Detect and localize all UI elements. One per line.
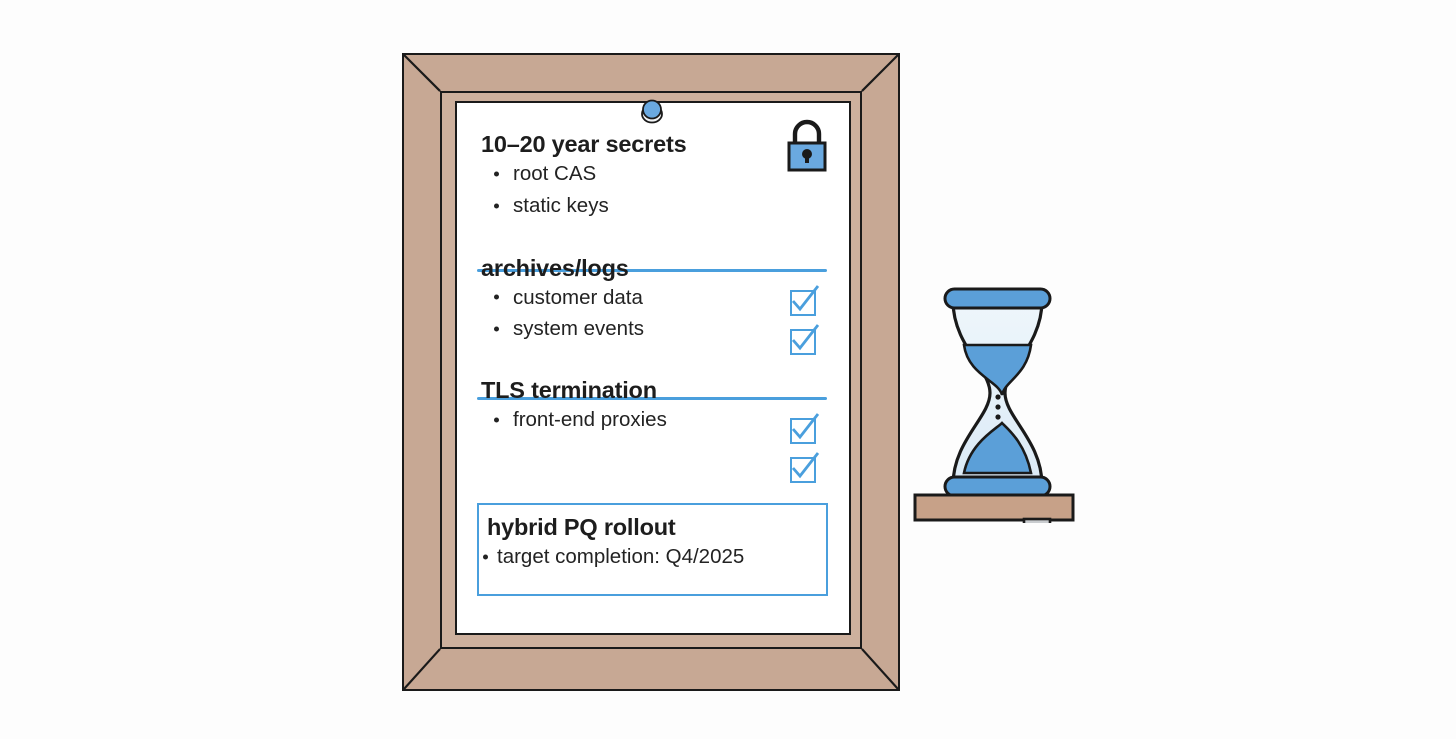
list-item-label: customer data	[513, 285, 643, 309]
section-long-lived-secrets: 10–20 year secrets root CAS static keys	[453, 131, 850, 222]
section-title: TLS termination	[481, 377, 657, 404]
bullet-dot	[494, 326, 499, 332]
list-item-label: target completion: Q4/2025	[497, 545, 745, 569]
sand-grain	[995, 414, 1001, 420]
padlock-icon	[782, 118, 832, 176]
bullet-list: customer data system events	[481, 282, 826, 346]
bullet-dot	[494, 203, 499, 209]
section-archives-logs: archives/logs customer data system event…	[453, 255, 850, 346]
list-item-label: system events	[513, 317, 645, 341]
bullet-list: target completion: Q4/2025	[479, 541, 826, 573]
section-tls-termination: TLS termination front-end proxies	[453, 377, 850, 436]
hourglass-cap-top	[943, 287, 1052, 310]
sand-grain	[995, 394, 1001, 400]
list-item: system events	[481, 313, 826, 345]
check-icon	[791, 452, 820, 479]
bullet-dot	[494, 171, 499, 177]
checkbox-archives-logs[interactable]	[790, 285, 820, 316]
checkbox-box	[790, 329, 816, 355]
checkbox-front-end-proxies[interactable]	[790, 452, 820, 483]
list-item-label: front-end proxies	[513, 408, 667, 432]
check-icon	[791, 285, 820, 312]
highlight-title: hybrid PQ rollout	[487, 514, 676, 540]
hourglass-icon	[912, 283, 1092, 547]
bullet-dot	[494, 417, 499, 423]
check-icon	[791, 324, 820, 351]
checkbox-box	[790, 418, 816, 444]
list-item: target completion: Q4/2025	[479, 541, 826, 573]
section-title: archives/logs	[481, 254, 629, 281]
list-item-label: root CAS	[513, 162, 597, 186]
highlight-hybrid-pq-rollout: hybrid PQ rollout target completion: Q4/…	[477, 503, 828, 596]
hourglass-sand-top	[962, 343, 1033, 396]
checkbox-box	[790, 457, 816, 483]
list-item: front-end proxies	[481, 404, 826, 436]
list-item: root CAS	[481, 158, 826, 190]
checkbox-tls-termination[interactable]	[790, 413, 820, 444]
bullet-list: root CAS static keys	[481, 158, 826, 222]
push-pin-icon	[640, 97, 664, 125]
bullet-dot	[483, 554, 488, 560]
section-divider	[477, 269, 827, 272]
list-item: static keys	[481, 190, 826, 222]
poster-content: 10–20 year secrets root CAS static keys …	[453, 99, 850, 633]
shelf-bracket-icon	[1022, 517, 1052, 547]
shelf-icon	[913, 493, 1075, 522]
sand-grain	[995, 404, 1001, 410]
checkbox-customer-data[interactable]	[790, 324, 820, 355]
bullet-list: front-end proxies	[481, 404, 826, 436]
hourglass-cap-bottom	[943, 475, 1052, 498]
section-title: 10–20 year secrets	[481, 131, 687, 157]
checkbox-box	[790, 290, 816, 316]
section-divider	[477, 397, 827, 400]
hourglass-sand-bottom	[962, 421, 1033, 475]
list-item-label: static keys	[513, 193, 609, 217]
check-icon	[791, 413, 820, 440]
list-item: customer data	[481, 282, 826, 314]
bullet-dot	[494, 294, 499, 300]
